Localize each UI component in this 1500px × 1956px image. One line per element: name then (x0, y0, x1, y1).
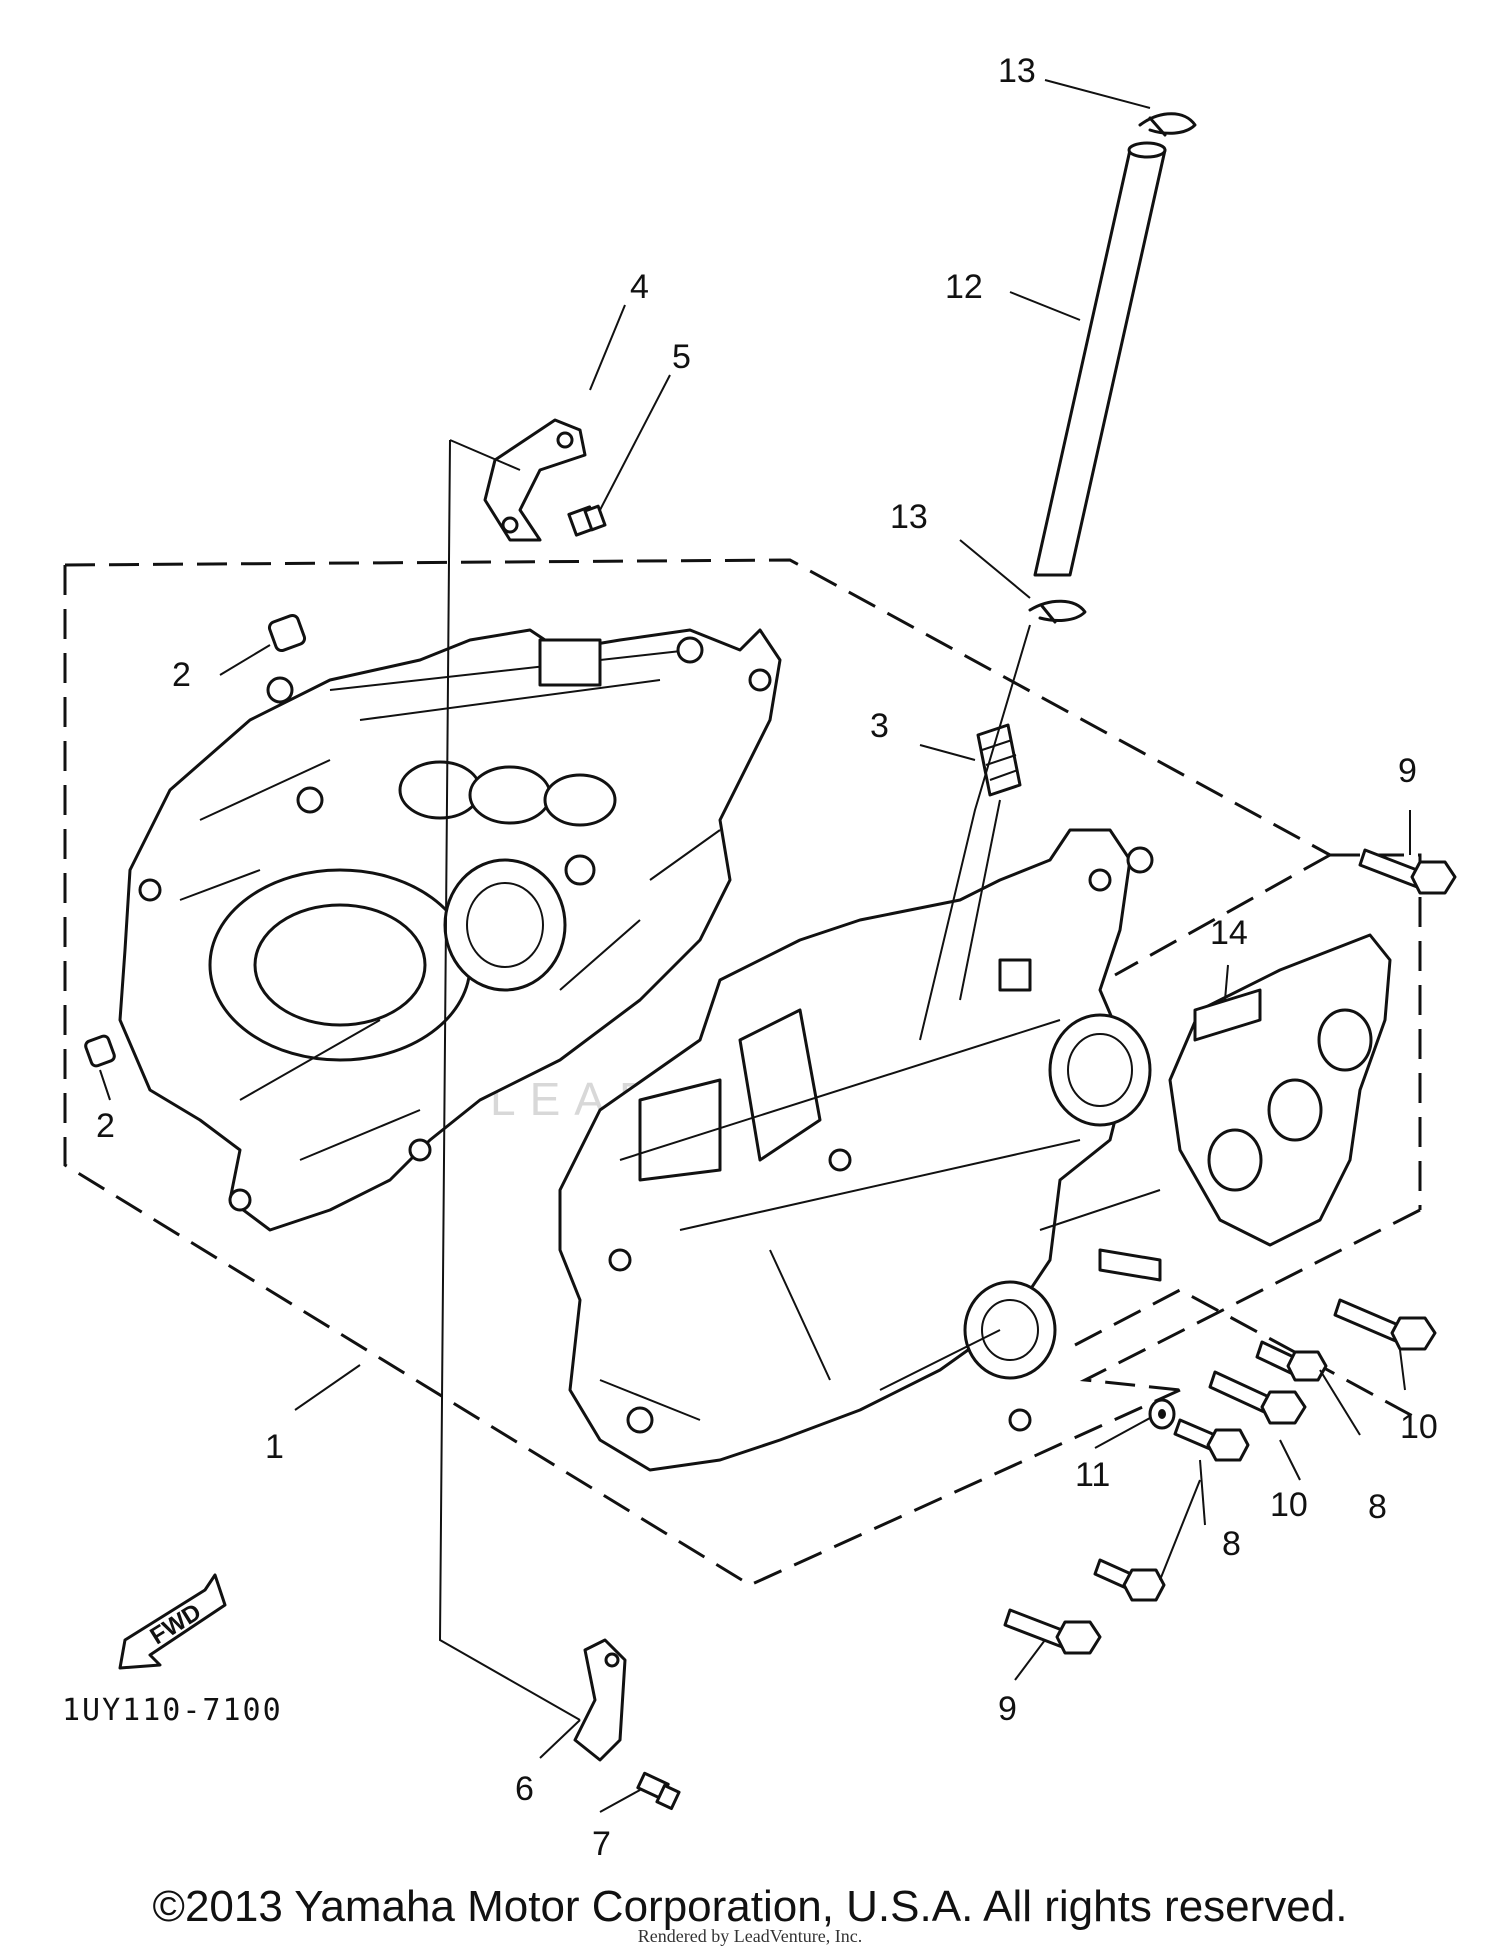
crankcase-right-half (558, 828, 1162, 1472)
callout-3: 3 (870, 707, 889, 745)
part-10-bolt-right (1333, 1298, 1437, 1351)
callout-5: 5 (672, 338, 691, 376)
callout-13-lower: 13 (890, 498, 928, 536)
part-7-screw (636, 1771, 681, 1811)
part-14-cover (1168, 933, 1392, 1247)
part-8-bolt-right (1255, 1340, 1328, 1382)
callout-labels: 13 12 4 5 13 2 3 9 14 2 1 11 10 8 10 8 9… (96, 52, 1438, 1863)
callout-12: 12 (945, 268, 983, 306)
callout-9-upper: 9 (1398, 752, 1417, 790)
crankcase-left-half (118, 628, 782, 1232)
part-12-hose (1033, 141, 1167, 577)
part-9-bolt-upper (1358, 848, 1457, 895)
part-8-bolt-center (1173, 1418, 1250, 1462)
assembly-guide-lines (438, 439, 1031, 1721)
callout-9-lower: 9 (998, 1690, 1017, 1728)
part-3-strainer (976, 723, 1022, 797)
callout-7: 7 (592, 1825, 611, 1863)
part-2-dowel-lower (84, 1034, 116, 1068)
callout-8-lower: 8 (1222, 1525, 1241, 1563)
copyright-notice: ©2013 Yamaha Motor Corporation, U.S.A. A… (152, 1882, 1348, 1931)
part-9-bolt-lower (1003, 1608, 1102, 1655)
callout-14: 14 (1210, 914, 1248, 952)
part-13-clip-lower (1028, 599, 1087, 624)
callout-11: 11 (1075, 1456, 1110, 1494)
forward-direction-arrow: FWD (118, 1573, 227, 1670)
leader-lines (99, 79, 1411, 1813)
callout-1: 1 (265, 1428, 284, 1466)
diagram-part-code: 1UY110-7100 (62, 1693, 283, 1728)
callout-2-lower: 2 (96, 1107, 115, 1145)
callout-13-upper: 13 (998, 52, 1036, 90)
callout-10-center: 10 (1270, 1486, 1308, 1524)
part-10-bolt-center (1208, 1370, 1307, 1425)
part-8-bolt-lower (1093, 1558, 1166, 1602)
part-6-plate (573, 1638, 627, 1762)
assembly-outline (63, 558, 1422, 1587)
callout-4: 4 (630, 268, 649, 306)
callout-10-right: 10 (1400, 1408, 1438, 1446)
part-2-dowel-upper (267, 613, 307, 653)
part-4-plate (483, 418, 587, 542)
callout-2-upper: 2 (172, 656, 191, 694)
callout-8-right: 8 (1368, 1488, 1387, 1526)
part-11-washer (1148, 1398, 1176, 1430)
part-13-clip-upper (1138, 112, 1197, 137)
part-5-screw (567, 504, 607, 537)
rendered-by-notice: Rendered by LeadVenture, Inc. (637, 1926, 863, 1946)
callout-6: 6 (515, 1770, 534, 1808)
